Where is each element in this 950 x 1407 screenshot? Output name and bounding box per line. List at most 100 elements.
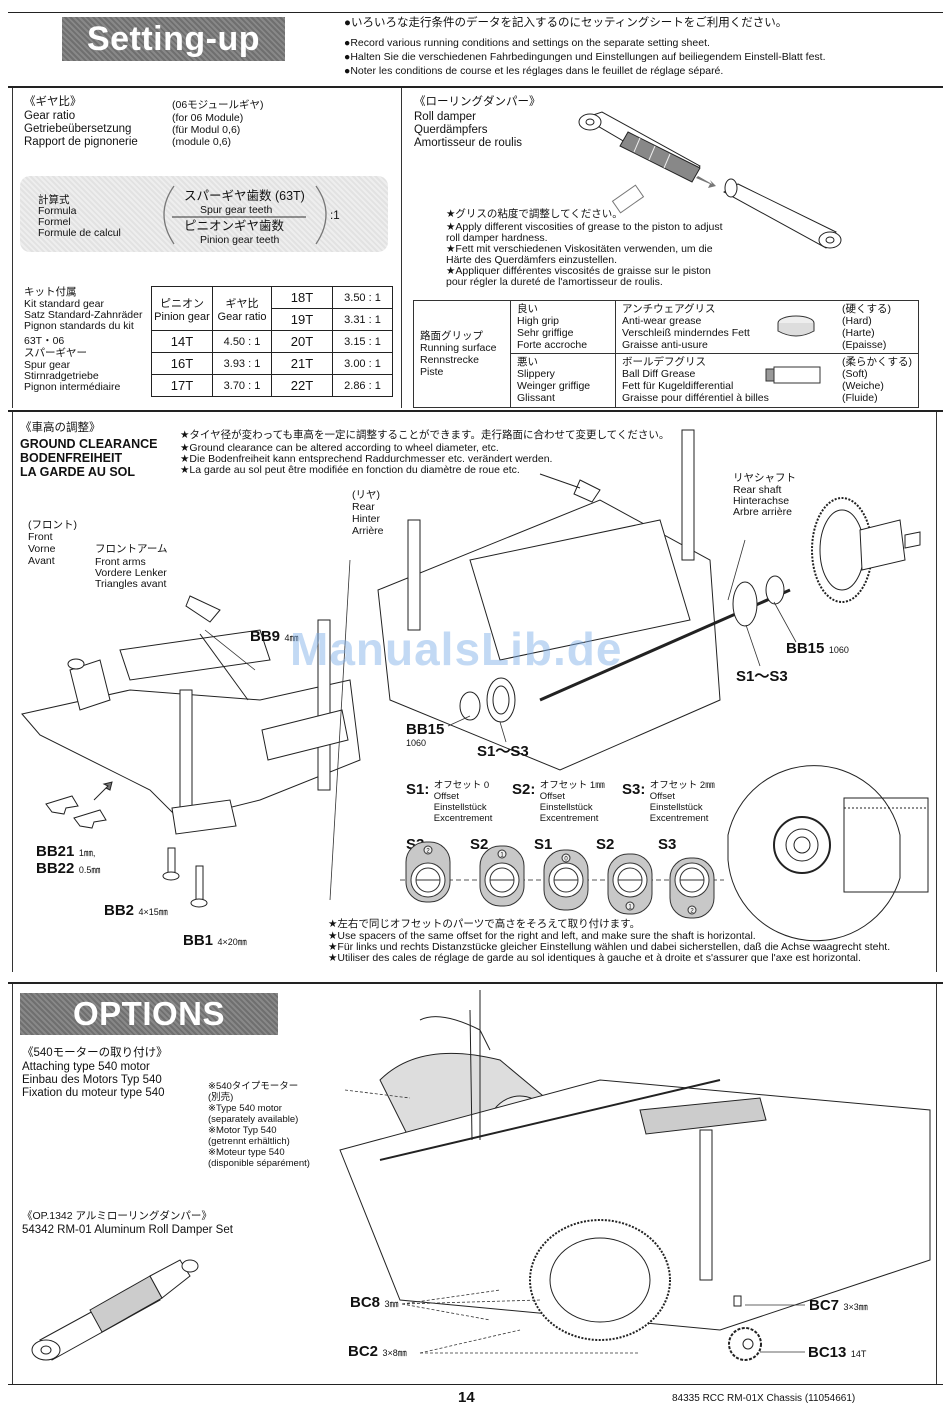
part-size: 0.5㎜ xyxy=(78,865,101,875)
heading-fr: Amortisseur de roulis xyxy=(414,137,523,149)
offset-line: Excentrement xyxy=(649,812,709,824)
label-line: (リヤ) xyxy=(352,489,380,501)
offset-mark xyxy=(561,853,571,863)
module-note-line: (06モジュールギヤ) xyxy=(172,99,264,111)
grease-line: Verschleiß minderndes Fett xyxy=(622,327,750,340)
part-code: BB15 xyxy=(786,640,825,657)
formula-numerator-en: Spur gear teeth xyxy=(200,204,273,216)
spur-label-line: スパーギヤー xyxy=(24,347,87,359)
heading-de: Querdämpfers xyxy=(414,124,488,136)
note-line: ※540タイプモーター xyxy=(208,1081,299,1092)
screws xyxy=(162,847,208,908)
part-size: 4×15㎜ xyxy=(138,907,168,917)
part-label-bc13: BC13 14T xyxy=(808,1344,866,1362)
label-line: Rear xyxy=(352,501,375,513)
part-label-bc2: BC2 3×8㎜ xyxy=(348,1343,407,1361)
offset-mark-label: 1 xyxy=(500,853,504,859)
label-line: Avant xyxy=(28,555,55,567)
rear-chassis xyxy=(377,429,921,771)
damper-rod xyxy=(578,111,701,183)
grip-line: 良い xyxy=(517,303,538,315)
effect-line: (Epaisse) xyxy=(842,339,887,352)
spacer-s2: 1 xyxy=(607,853,653,915)
spur-label-line: Pignon intermédiaire xyxy=(24,381,121,393)
spacer-s2: 1 xyxy=(479,845,525,907)
spur-label-line: Spur gear xyxy=(24,359,71,371)
offset-def-s2: S2: オフセット 1㎜ Offset Einstellstück Excent… xyxy=(512,780,605,826)
arrow-icon xyxy=(696,176,716,188)
label-line: リヤシャフト xyxy=(733,472,796,484)
table-row: 路面グリップ Running surface Rennstrecke Piste… xyxy=(413,299,919,408)
kit-label-line: Pignon standards du kit xyxy=(24,320,134,332)
offset-line: Excentrement xyxy=(433,812,493,824)
options-solid-leaders xyxy=(344,1089,805,1353)
spacer-label: S3 xyxy=(658,836,677,853)
options-leader-lines xyxy=(401,1289,640,1354)
heading-en: GROUND CLEARANCE xyxy=(20,437,158,451)
offset-line: Einstellstück xyxy=(539,801,593,813)
roll-damper-illustration xyxy=(578,111,842,249)
formula-denominator-en: Pinion gear teeth xyxy=(200,234,280,246)
heading-ja: 《OP.1342 アルミローリングダンパー》 xyxy=(22,1210,212,1222)
label-line: Triangles avant xyxy=(95,578,167,590)
grease-cell: ボールデフグリス Ball Diff Grease Fett für Kugel… xyxy=(615,353,836,408)
kit-label-line: Kit standard gear xyxy=(24,298,104,310)
effect-line: (Hard) xyxy=(842,315,872,328)
heading-ja: 《車高の調整》 xyxy=(20,422,101,434)
gear-ratio-table: ピニオン Pinion gear ギヤ比 Gear ratio 18T 3.50… xyxy=(151,286,393,397)
heading-en: Attaching type 540 motor xyxy=(22,1061,150,1073)
header-pinion-en: Pinion gear xyxy=(154,310,210,323)
rear-chassis-options xyxy=(339,990,931,1341)
table-cell: 16T xyxy=(151,352,213,375)
offset-line: Einstellstück xyxy=(433,801,487,813)
offset-code: S1: xyxy=(406,781,430,798)
offset-line: オフセット 0 xyxy=(433,780,490,791)
label-line: Arbre arrière xyxy=(733,506,792,518)
frame-left xyxy=(12,412,13,972)
heading-fr: Fixation du moteur type 540 xyxy=(22,1087,165,1099)
grip-line: 悪い xyxy=(517,356,538,369)
note-line: ★Für links und rechts Distanzstücke glei… xyxy=(328,941,891,953)
offset-mark xyxy=(423,845,433,855)
kit-label-line: Satz Standard-Zahnräder xyxy=(24,309,143,321)
part-label-s-range-left: S1～S3 xyxy=(477,743,529,760)
part-code: BB2 xyxy=(104,902,135,919)
offset-mark xyxy=(497,849,507,859)
formula-suffix: :1 xyxy=(330,210,340,222)
heading-fr: Rapport de pignonerie xyxy=(24,136,138,148)
label-line: Hinterachse xyxy=(733,495,790,507)
effect-line: (Fluide) xyxy=(842,392,878,405)
part-label-bc8: BC8 3㎜ xyxy=(350,1294,398,1312)
label-line: Arrière xyxy=(352,525,384,537)
label-line: フロントアーム xyxy=(95,543,168,555)
intro-line: ●Noter les conditions de course et les r… xyxy=(344,65,724,77)
offset-def-s3: S3: オフセット 2㎜ Offset Einstellstück Excent… xyxy=(622,780,715,826)
part-size: 1060 xyxy=(828,645,849,655)
options-title: OPTIONS xyxy=(20,993,278,1035)
note-line: ★La garde au sol peut être modifiée en f… xyxy=(180,464,520,476)
formula-label-line: Formule de calcul xyxy=(38,227,121,239)
offset-line: Offset xyxy=(539,790,565,802)
grip-cell: 良い High grip Sehr griffige Forte accroch… xyxy=(510,299,616,355)
part-code: BB21 xyxy=(36,843,75,860)
note-line: ★Apply different viscosities of grease t… xyxy=(446,221,723,233)
grease-cell: アンチウェアグリス Anti-wear grease Verschleiß mi… xyxy=(615,299,836,355)
part-label-bb15-left: BB15 1060 xyxy=(406,721,444,749)
effect-line: (Harte) xyxy=(842,327,875,340)
part-code: BB22 xyxy=(36,860,75,877)
heading-fr: LA GARDE AU SOL xyxy=(20,465,136,479)
offset-mark-label: 2 xyxy=(426,849,430,855)
module-note-line: (für Modul 0,6) xyxy=(172,124,241,136)
grease-line: Fett für Kugeldifferential xyxy=(622,380,734,393)
part-size: 3×3㎜ xyxy=(843,1302,868,1312)
offset-code: S3: xyxy=(622,781,646,798)
part-label-bb21: BB21 1㎜, xyxy=(36,843,95,861)
part-label-bb9: BB9 4㎜ xyxy=(250,628,298,646)
spacer-label: S1 xyxy=(534,836,553,853)
part-code: BC7 xyxy=(809,1297,840,1314)
label-line: Vorne xyxy=(28,543,56,555)
heading-ja: 《ローリングダンパー》 xyxy=(414,96,541,108)
grip-line: Slippery xyxy=(517,368,555,381)
part-code: BB1 xyxy=(183,932,214,949)
